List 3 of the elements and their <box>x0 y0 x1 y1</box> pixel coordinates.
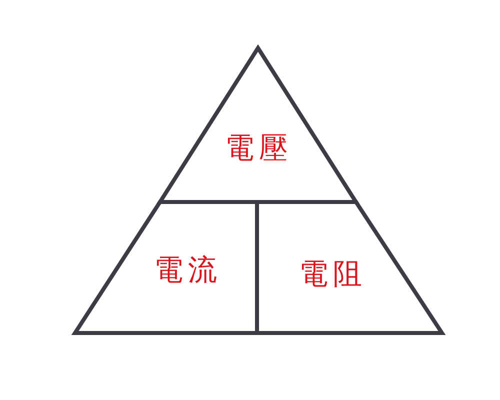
section-label: 電流 <box>154 256 222 284</box>
section-label: 電阻 <box>299 260 367 288</box>
section-label: 電壓 <box>225 134 293 162</box>
